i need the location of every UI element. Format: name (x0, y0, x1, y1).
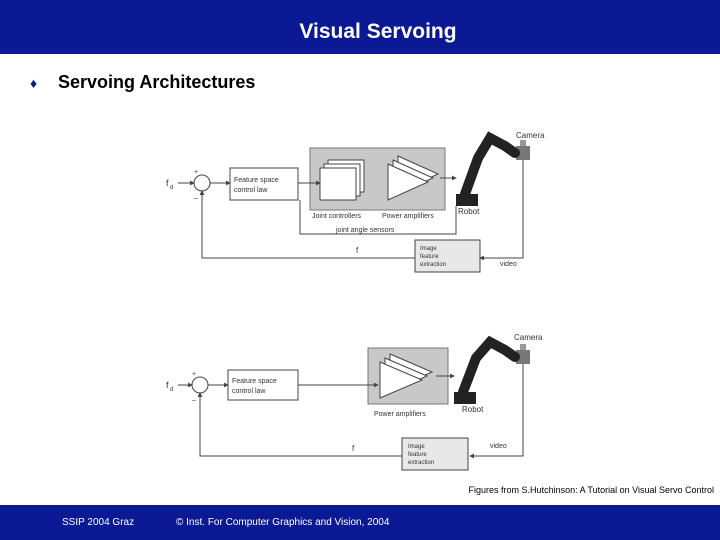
robot-label: Robot (458, 207, 480, 216)
diamond-bullet-icon: ♦ (30, 74, 38, 91)
control-law-label-1: Feature space (232, 378, 277, 385)
figure-caption: Figures from S.Hutchinson: A Tutorial on… (468, 485, 714, 495)
plus-sign: + (194, 169, 198, 176)
signal-lines (178, 364, 524, 459)
power-amplifiers-block (379, 353, 434, 399)
control-law-label-2: control law (232, 388, 266, 395)
signal-lines (178, 160, 524, 261)
extraction-label-3: extraction (408, 460, 434, 466)
feature-extraction-block (401, 437, 469, 471)
power-amplifiers-label: Power amplifiers (374, 411, 426, 418)
control-law-label-2: control law (234, 187, 268, 194)
summing-junction (191, 376, 209, 394)
robot-arm-icon (456, 131, 520, 206)
minus-sign: – (192, 397, 196, 404)
control-law-label-1: Feature space (234, 177, 279, 184)
feature-extraction-block (414, 239, 481, 273)
bullet-item: ♦ Servoing Architectures (30, 72, 255, 93)
footer-copyright: © Inst. For Computer Graphics and Vision… (176, 517, 390, 528)
minus-sign: – (194, 195, 198, 202)
extraction-label-2: feature (408, 452, 427, 458)
reference-sub: d (170, 185, 173, 191)
footer-bar: SSIP 2004 Graz © Inst. For Computer Grap… (0, 505, 720, 540)
joint-controllers-block (319, 159, 365, 201)
reference-label: f (166, 178, 169, 188)
feature-signal-label: f (356, 246, 359, 255)
robot-arm-icon (454, 335, 520, 404)
footer-left: SSIP 2004 Graz (62, 517, 135, 528)
summing-junction (193, 174, 211, 192)
extraction-label-1: Image (408, 444, 425, 450)
figure-look-and-move: Camera Robot Joint controllers Power amp… (160, 128, 560, 283)
video-label: video (500, 261, 517, 268)
camera-label: Camera (516, 131, 545, 140)
extraction-label-3: extraction (420, 262, 446, 268)
title-bar: Visual Servoing (0, 0, 720, 54)
joint-controllers-label: Joint controllers (312, 213, 362, 220)
camera-icon (516, 344, 530, 364)
power-amplifiers-block (387, 155, 440, 201)
robot-label: Robot (462, 405, 484, 414)
joint-sensors-label: joint angle sensors (335, 227, 395, 234)
control-law-block (229, 167, 299, 201)
power-amplifiers-label: Power amplifiers (382, 213, 434, 220)
figure-direct-servo: Camera Robot Power amplifiers Feature sp… (160, 330, 560, 480)
camera-label: Camera (514, 333, 543, 342)
extraction-label-2: feature (420, 254, 439, 260)
slide-title: Visual Servoing (299, 20, 457, 43)
reference-label: f (166, 380, 169, 390)
camera-icon (516, 140, 530, 160)
control-law-block (227, 369, 299, 401)
feature-signal-label: f (352, 444, 355, 453)
reference-sub: d (170, 387, 173, 393)
video-label: video (490, 443, 507, 450)
heading: Servoing Architectures (58, 72, 256, 92)
extraction-label-1: Image (420, 246, 437, 252)
plus-sign: + (192, 371, 196, 378)
